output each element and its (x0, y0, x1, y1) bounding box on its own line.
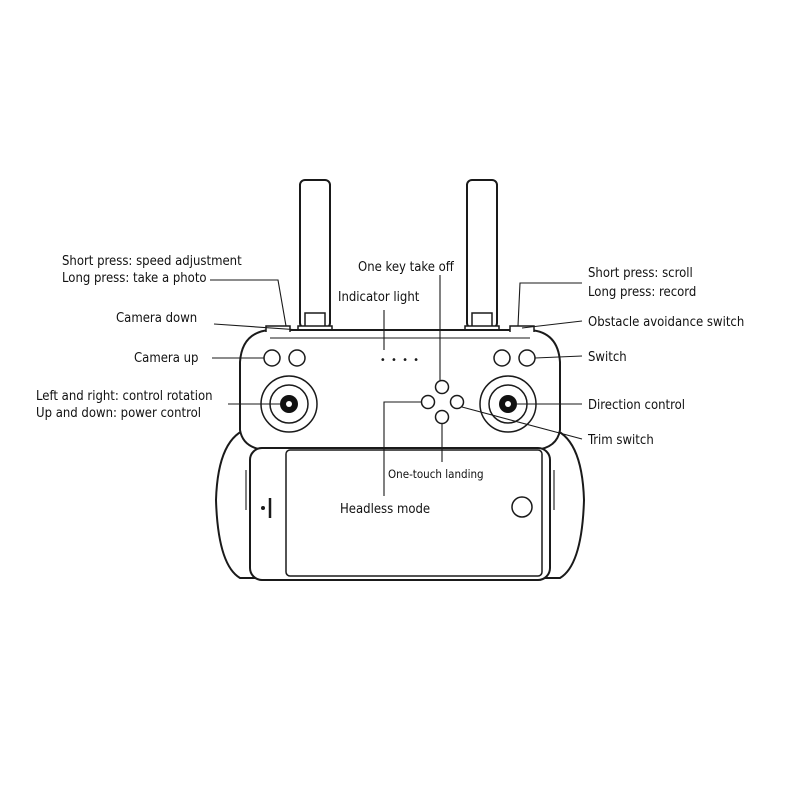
label-camera-down: Camera down (116, 311, 197, 326)
label-indicator-light: Indicator light (338, 290, 420, 305)
label-long-press-record: Long press: record (588, 285, 696, 300)
landing-button[interactable] (434, 409, 450, 425)
label-power-control: Up and down: power control (36, 406, 201, 421)
indicator-light-dots: • • • • (380, 355, 420, 366)
phone-holder (249, 447, 551, 581)
switch-button[interactable] (518, 349, 536, 367)
phone-home-button[interactable] (511, 496, 533, 518)
right-antenna (464, 179, 500, 334)
phone-speaker-icon (261, 498, 272, 518)
camera-up-button[interactable] (263, 349, 281, 367)
headless-mode-button[interactable] (420, 394, 436, 410)
label-one-key-take-off: One key take off (358, 260, 455, 275)
label-switch: Switch (588, 350, 627, 365)
label-speed-adjustment: Short press: speed adjustment (62, 254, 242, 269)
right-joystick[interactable] (479, 375, 537, 433)
take-off-button[interactable] (434, 379, 450, 395)
camera-down-button[interactable] (288, 349, 306, 367)
trim-switch-button[interactable] (449, 394, 465, 410)
label-control-rotation: Left and right: control rotation (36, 389, 213, 404)
label-one-touch-landing: One-touch landing (388, 467, 484, 481)
label-obstacle-avoidance-switch: Obstacle avoidance switch (588, 315, 744, 330)
label-headless-mode: Headless mode (340, 502, 430, 517)
left-antenna (297, 179, 333, 334)
obstacle-avoidance-button[interactable] (493, 349, 511, 367)
label-direction-control: Direction control (588, 398, 685, 413)
label-short-press-scroll: Short press: scroll (588, 266, 693, 281)
label-take-photo: Long press: take a photo (62, 271, 207, 286)
label-camera-up: Camera up (134, 351, 198, 366)
label-trim-switch: Trim switch (587, 433, 654, 448)
leader-lines (210, 275, 583, 496)
